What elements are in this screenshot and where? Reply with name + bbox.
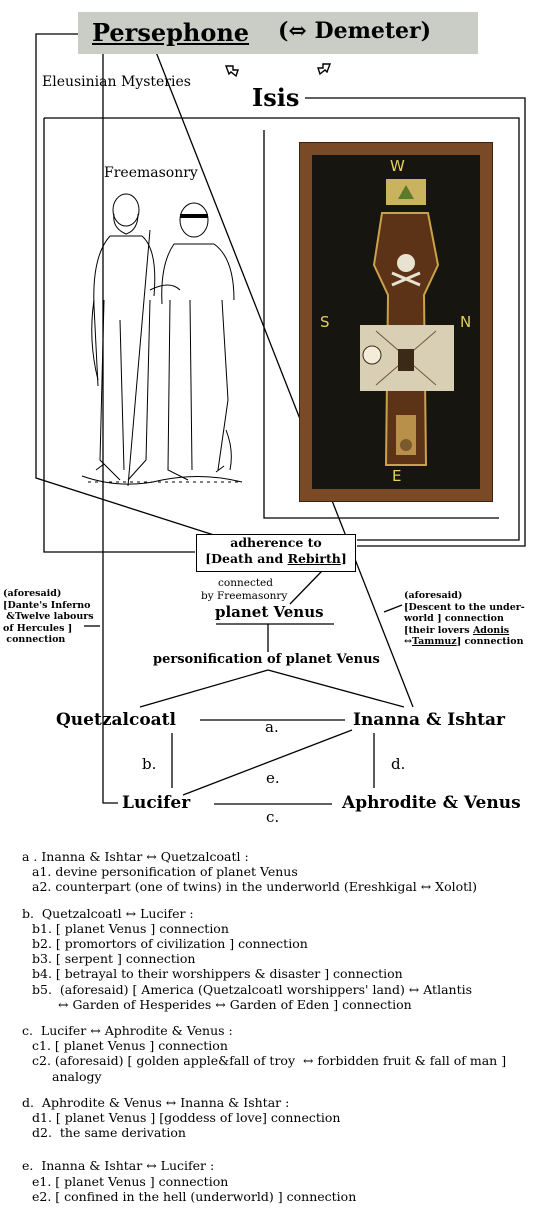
pictures-box [44, 117, 520, 541]
note-b-head: b. Quetzalcoatl ↔ Lucifer : [22, 905, 194, 921]
demeter-counterpart: (⇔ Demeter) [278, 18, 432, 44]
isis-label: Isis [252, 83, 300, 112]
right-note-end: ] connection [456, 636, 524, 647]
right-side-note: (aforesaid) [Descent to the under- world… [404, 590, 525, 648]
adherence-to-connected [289, 570, 323, 605]
note-a-head: a . Inanna & Ishtar ↔ Quetzalcoatl : [22, 849, 249, 864]
persephone-to-inanna [155, 51, 414, 708]
note-b: b. Quetzalcoatl ↔ Lucifer : b1. [ planet… [22, 906, 506, 1012]
note-e: e. Inanna & Ishtar ↔ Lucifer : e1. [ pla… [22, 1158, 506, 1204]
masonic-tracing-board: W S N E [299, 142, 493, 502]
arrow-down-right-icon [224, 65, 239, 78]
note-d-head: d. Aphrodite & Venus ↔ Inanna & Ishtar : [22, 1094, 290, 1110]
note-e1: e1. [ planet Venus ] connection [32, 1173, 229, 1189]
persephone-left-bracket [35, 33, 218, 537]
persephone-to-lucifer [102, 52, 118, 804]
right-note-line [383, 604, 403, 613]
freemasonry-illustration [81, 193, 243, 487]
note-c-head: c. Lucifer ↔ Aphrodite & Venus : [22, 1023, 233, 1039]
note-c1: c1. [ planet Venus ] connection [32, 1038, 228, 1054]
compass-n: N [460, 313, 472, 331]
connected-label: connected [218, 577, 273, 589]
tammuz-text: Tammuz [411, 636, 457, 647]
eleusinian-label: Eleusinian Mysteries [42, 74, 191, 90]
note-c: c. Lucifer ↔ Aphrodite & Venus : c1. [ p… [22, 1023, 506, 1084]
adonis-text: Adonis [472, 624, 510, 636]
node-aphrodite-venus: Aphrodite & Venus [342, 793, 521, 813]
title-banner [78, 12, 478, 54]
note-b3: b3. [ serpent ] connection [32, 951, 196, 967]
edge-b-label: b. [142, 755, 157, 773]
note-b2: b2. [ promortors of civilization ] conne… [32, 936, 308, 952]
edge-d-label: d. [391, 755, 406, 773]
note-c2-cont: analogy [52, 1068, 102, 1084]
note-b5-cont: ↔ Garden of Hesperides ↔ Garden of Eden … [58, 996, 412, 1012]
pictures-box-left [43, 118, 195, 553]
arrow-up-right-icon [317, 63, 332, 76]
note-c2: c2. (aforesaid) [ golden apple&fall of t… [32, 1053, 507, 1069]
edge-e-label: e. [266, 769, 280, 787]
tracing-board-art [360, 179, 454, 466]
relation-notes: a . Inanna & Ishtar ↔ Quetzalcoatl : a1.… [22, 849, 506, 1215]
node-lucifer: Lucifer [122, 793, 191, 813]
personification-to-inanna [267, 669, 405, 708]
left-side-note: (aforesaid) [Dante's Inferno &Twelve lab… [3, 588, 94, 645]
right-note-lines: (aforesaid) [Descent to the under- world… [404, 590, 525, 636]
node-inanna-ishtar: Inanna & Ishtar [353, 710, 505, 730]
by-freemasonry-label: by Freemasonry [201, 590, 288, 602]
isis-right-bracket [305, 97, 526, 547]
adherence-line2: [Death and Rebirth] [197, 551, 355, 567]
panel-bracket [263, 130, 499, 519]
note-b4: b4. [ betrayal to their worshippers & di… [32, 966, 403, 982]
edge-e-line [182, 729, 353, 796]
compass-s: S [320, 313, 330, 331]
persephone-title: Persephone [92, 18, 250, 47]
adherence-line1: adherence to [230, 535, 322, 550]
tracing-board-panel: W S N E [312, 155, 480, 489]
personification-to-quetzalcoatl [139, 669, 269, 708]
and-text: and [252, 551, 288, 566]
note-e-head: e. Inanna & Ishtar ↔ Lucifer : [22, 1158, 215, 1174]
arrow-symbol: ↔ [404, 636, 412, 647]
compass-e: E [392, 467, 402, 485]
bracket-open: [ [205, 551, 212, 566]
death-text: Death [211, 551, 253, 566]
note-b5: b5. (aforesaid) [ America (Quetzalcoatl … [32, 981, 473, 997]
note-d1: d1. [ planet Venus ] [goddess of love] c… [32, 1110, 341, 1126]
personification-label: personification of planet Venus [153, 652, 380, 667]
note-d2: d2. the same derivation [32, 1125, 186, 1141]
note-e2: e2. [ confined in the hell (underworld) … [32, 1188, 357, 1204]
note-a: a . Inanna & Ishtar ↔ Quetzalcoatl : a1.… [22, 849, 506, 895]
freemasonry-label: Freemasonry [104, 165, 198, 181]
note-a2: a2. counterpart (one of twins) in the un… [32, 879, 478, 895]
planet-venus-label: planet Venus [215, 603, 324, 621]
edge-a-label: a. [265, 718, 279, 736]
note-b1: b1. [ planet Venus ] connection [32, 920, 229, 936]
note-a1: a1. devine personification of planet Ven… [32, 864, 298, 880]
rebirth-text: Rebirth [287, 551, 341, 566]
edge-c-label: c. [266, 808, 280, 826]
node-quetzalcoatl: Quetzalcoatl [56, 710, 176, 730]
adherence-box: adherence to [Death and Rebirth] [196, 534, 356, 572]
note-d: d. Aphrodite & Venus ↔ Inanna & Ishtar :… [22, 1095, 506, 1141]
compass-w: W [390, 157, 405, 175]
bracket-close: ] [340, 551, 347, 566]
